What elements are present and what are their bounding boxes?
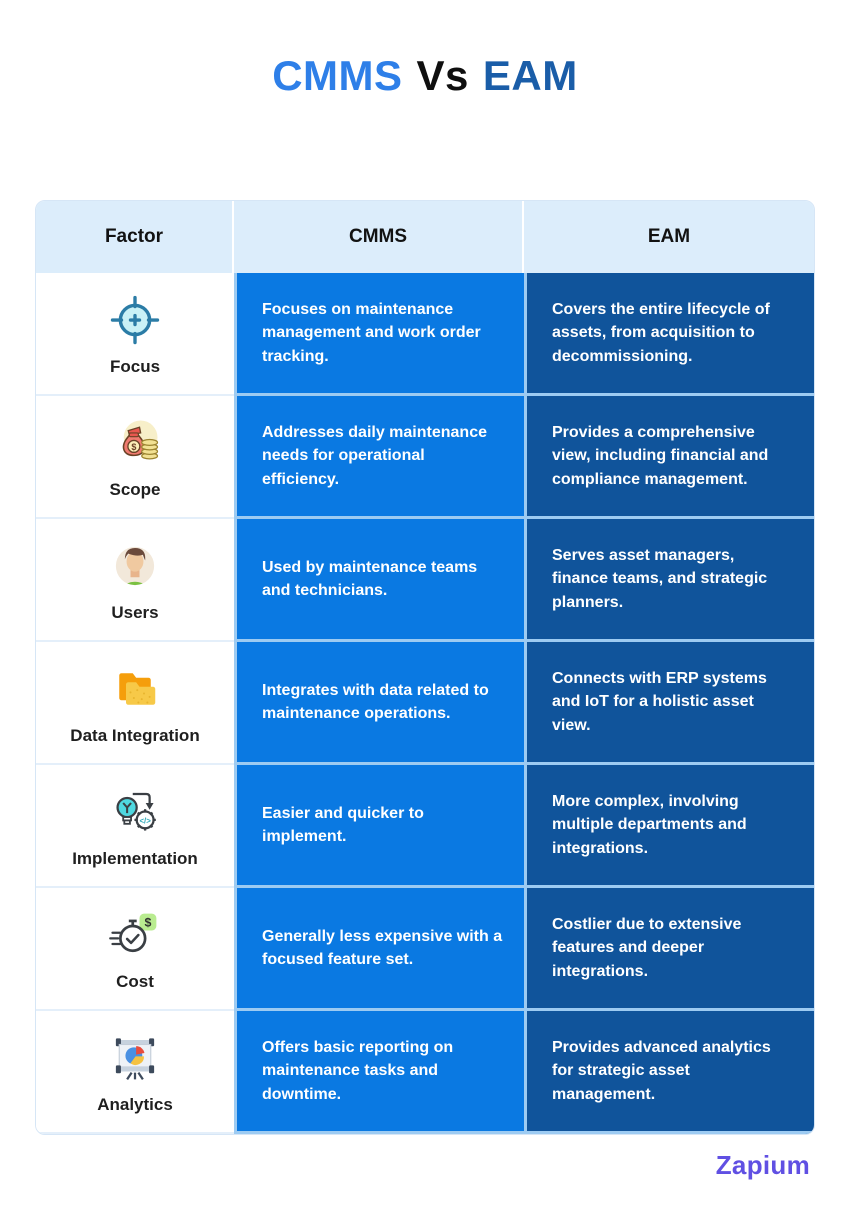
factor-cell-cost: $ Cost <box>36 888 234 1011</box>
factor-label: Data Integration <box>70 725 200 745</box>
target-icon <box>106 291 164 349</box>
eam-cell-analytics: Provides advanced analytics for strategi… <box>524 1011 814 1134</box>
title-vs: Vs <box>416 52 469 99</box>
factor-cell-implementation: </> Implementation <box>36 765 234 888</box>
cmms-cell-implementation: Easier and quicker to implement. <box>234 765 524 888</box>
factor-label: Implementation <box>72 848 198 868</box>
eam-cell-cost: Costlier due to extensive features and d… <box>524 888 814 1011</box>
stopwatch-dollar-icon: $ <box>106 906 164 964</box>
cmms-cell-scope: Addresses daily maintenance needs for op… <box>234 396 524 519</box>
user-avatar-icon <box>106 537 164 595</box>
factor-label: Users <box>111 602 159 622</box>
eam-cell-data-integration: Connects with ERP systems and IoT for a … <box>524 642 814 765</box>
cmms-cell-analytics: Offers basic reporting on maintenance ta… <box>234 1011 524 1134</box>
factor-label: Cost <box>116 971 154 991</box>
factor-cell-data-integration: Data Integration <box>36 642 234 765</box>
title-eam: EAM <box>482 52 578 99</box>
factor-label: Focus <box>109 356 161 376</box>
eam-cell-implementation: More complex, involving multiple departm… <box>524 765 814 888</box>
factor-cell-analytics: Analytics <box>36 1011 234 1134</box>
svg-text:</>: </> <box>139 816 151 825</box>
factor-cell-users: Users <box>36 519 234 642</box>
factor-cell-scope: $ Scope <box>36 396 234 519</box>
comparison-table: Factor CMMS EAM Focus Focuses on mainten… <box>35 200 815 1135</box>
factor-label: Analytics <box>97 1094 173 1114</box>
svg-text:$: $ <box>145 915 152 929</box>
header-factor: Factor <box>36 201 234 273</box>
header-cmms: CMMS <box>234 201 524 273</box>
cmms-cell-data-integration: Integrates with data related to maintena… <box>234 642 524 765</box>
idea-gear-icon: </> <box>106 783 164 841</box>
cmms-cell-cost: Generally less expensive with a focused … <box>234 888 524 1011</box>
header-eam: EAM <box>524 201 814 273</box>
svg-text:$: $ <box>131 441 136 451</box>
eam-cell-scope: Provides a comprehensive view, including… <box>524 396 814 519</box>
title-cmms: CMMS <box>272 52 403 99</box>
page-title: CMMS Vs EAM <box>0 52 850 100</box>
folders-icon <box>106 660 164 718</box>
factor-label: Scope <box>109 479 161 499</box>
cmms-cell-focus: Focuses on maintenance management and wo… <box>234 273 524 396</box>
eam-cell-focus: Covers the entire lifecycle of assets, f… <box>524 273 814 396</box>
factor-cell-focus: Focus <box>36 273 234 396</box>
cmms-cell-users: Used by maintenance teams and technician… <box>234 519 524 642</box>
cmms-vs-eam-infographic: CMMS Vs EAM Factor CMMS EAM Focus <box>0 52 850 1207</box>
money-bag-icon: $ <box>106 414 164 472</box>
eam-cell-users: Serves asset managers, finance teams, an… <box>524 519 814 642</box>
pie-chart-board-icon <box>106 1029 164 1087</box>
